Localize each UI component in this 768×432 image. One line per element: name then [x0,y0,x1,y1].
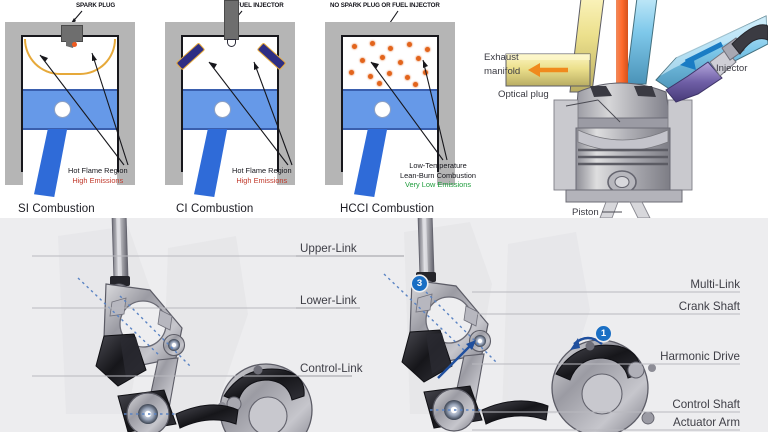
vcr-mechanism-graphic [32,218,740,432]
label-upper-link: Upper-Link [300,242,357,255]
wrist-pin [54,101,71,118]
callout-badge-1: 1 [596,326,611,341]
si-combustion-title: SI Combustion [18,203,95,215]
spark-plug-icon [61,25,83,42]
si-annotation: Hot Flame Region High Emissions [68,166,128,185]
cylinder-skirt-right [437,172,455,185]
optical-engine-graphic [505,0,768,218]
label-actuator-arm: Actuator Arm [672,416,740,429]
ci-annotation: Hot Flame Region High Emissions [232,166,292,185]
exhaust-manifold-label-line1: Exhaust [484,52,519,63]
injector-nozzle-icon [227,39,236,47]
injector-label: Injector [716,63,748,74]
vcr-mechanism-left [77,218,313,432]
combustion-modes-panel: SPARK PLUG [0,0,768,218]
cylinder-skirt-left [165,172,183,185]
si-cylinder [0,22,140,197]
fuel-injector-caption: FUEL INJECTOR [236,2,284,9]
wrist-pin [214,101,231,118]
exhaust-manifold-label-line2: manifold [484,66,521,77]
wrist-pin [374,101,391,118]
optical-plug-label: Optical plug [498,89,549,100]
label-control-shaft: Control Shaft [672,398,740,411]
spark-ignition-dot [72,42,77,47]
cylinder-skirt-right [117,172,135,185]
hcci-annotation: Low-Temperature Lean-Burn Combustion Ver… [400,161,477,189]
cylinder-skirt-left [325,172,343,185]
callout-badge-3: 3 [412,276,427,291]
cylinder-skirt-left [5,172,23,185]
ci-combustion-title: CI Combustion [176,203,254,215]
label-lower-link: Lower-Link [300,294,357,307]
piston-label: Piston [572,207,599,218]
ci-cylinder [160,0,300,197]
label-multi-link: Multi-Link [690,278,740,291]
cylinder-skirt-right [277,172,295,185]
spark-plug-caption: SPARK PLUG [76,2,116,9]
optical-engine-diagram: Exhaust manifold Optical plug Injector P… [470,0,768,218]
vcr-multilink-panel: Upper-Link Lower-Link Control-Link Multi… [0,218,768,432]
no-plug-no-injector-caption: NO SPARK PLUG OR FUEL INJECTOR [330,2,440,9]
spark-plug-tip-icon [66,41,77,48]
combustion-chamber [343,37,437,89]
label-harmonic-drive: Harmonic Drive [660,350,740,363]
label-control-link: Control-Link [300,362,363,375]
label-crank-shaft: Crank Shaft [678,300,740,313]
hcci-combustion-title: HCCI Combustion [340,203,435,215]
fuel-injector-icon [224,0,239,40]
